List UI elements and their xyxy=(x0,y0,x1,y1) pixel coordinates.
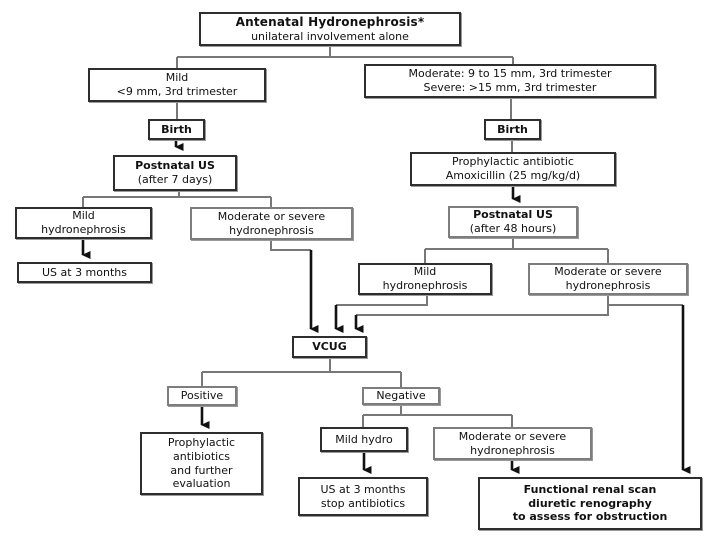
node-antenatal-hydronephrosis: Antenatal Hydronephrosis* unilateral inv… xyxy=(199,12,461,46)
node-us-3-months-stop-antibiotics: US at 3 months stop antibiotics xyxy=(298,477,428,516)
node-prophylactic-antibiotic: Prophylactic antibiotic Amoxicillin (25 … xyxy=(410,152,616,186)
node-moderate-severe-criteria: Moderate: 9 to 15 mm, 3rd trimester Seve… xyxy=(364,64,656,98)
node-functional-renal-scan: Functional renal scan diuretic renograph… xyxy=(478,477,702,530)
node-negative: Negative xyxy=(362,387,440,405)
node-moderate-severe-hydronephrosis-left: Moderate or severe hydronephrosis xyxy=(190,207,353,240)
plain-connectors xyxy=(82,46,683,427)
node-vcug: VCUG xyxy=(292,336,367,358)
node-mild-hydronephrosis-right: Mild hydronephrosis xyxy=(358,263,492,295)
node-prophylactic-antibiotics-evaluation: Prophylactic antibiotics and further eva… xyxy=(140,432,263,495)
node-mild-hydronephrosis-left: Mild hydronephrosis xyxy=(15,207,152,239)
node-mild-hydro-negative: Mild hydro xyxy=(320,427,408,452)
node-postnatal-us-48-hours: Postnatal US (after 48 hours) xyxy=(448,206,578,238)
node-mild-criteria: Mild <9 mm, 3rd trimester xyxy=(88,68,266,102)
node-positive: Positive xyxy=(167,386,237,406)
arrow-connectors xyxy=(81,140,691,474)
node-title-line: Antenatal Hydronephrosis* xyxy=(235,14,425,29)
node-birth-left: Birth xyxy=(148,119,205,140)
node-moderate-severe-hydronephrosis-right: Moderate or severe hydronephrosis xyxy=(528,263,688,295)
node-subtitle-line: unilateral involvement alone xyxy=(251,29,409,43)
node-us-at-3-months-left: US at 3 months xyxy=(17,262,152,283)
node-birth-right: Birth xyxy=(484,119,541,140)
node-moderate-severe-hydronephrosis-negative: Moderate or severe hydronephrosis xyxy=(433,427,592,460)
node-postnatal-us-7-days: Postnatal US (after 7 days) xyxy=(113,155,237,191)
